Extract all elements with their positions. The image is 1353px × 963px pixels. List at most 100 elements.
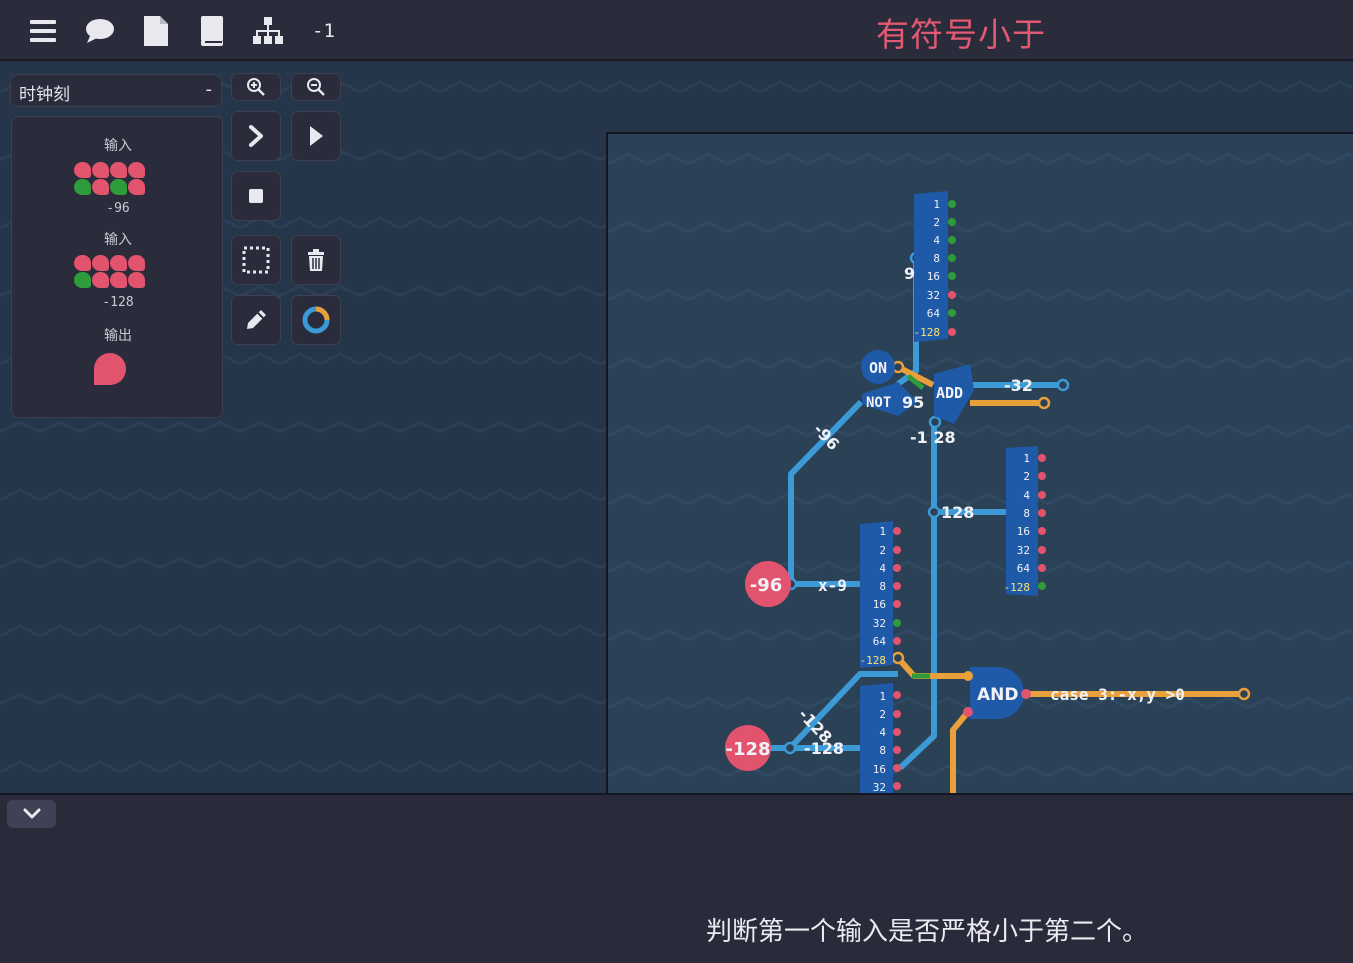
- collapse-button[interactable]: [7, 800, 56, 828]
- clock-select[interactable]: 时钟刻 -: [10, 74, 222, 107]
- node: [1037, 396, 1051, 410]
- bit-dot: [893, 728, 901, 736]
- splitter-bottom[interactable]: [860, 683, 893, 793]
- bit-led: [92, 179, 109, 195]
- bit-dot: [948, 254, 956, 262]
- bit-led: [110, 179, 127, 195]
- hierarchy-icon[interactable]: [252, 14, 284, 48]
- bit-led: [128, 255, 145, 271]
- bit-label: 4: [933, 234, 940, 247]
- bit-dot: [893, 746, 901, 754]
- bit-label: 1: [879, 525, 886, 538]
- bit-label: 8: [879, 580, 886, 593]
- bit-led: [74, 255, 91, 271]
- and-gate[interactable]: AND: [963, 667, 1031, 719]
- node: [891, 651, 905, 665]
- splitter-right[interactable]: [1006, 446, 1038, 596]
- input-b-label: -128: [725, 739, 770, 760]
- connector-nodes: [783, 251, 1251, 755]
- bit-label: 16: [873, 598, 886, 611]
- step-button[interactable]: [231, 111, 281, 161]
- bit-label: 8: [933, 252, 940, 265]
- stop-button[interactable]: [231, 171, 281, 221]
- zoom-in-button[interactable]: [231, 73, 281, 101]
- clock-toggle[interactable]: -: [205, 79, 213, 100]
- delete-button[interactable]: [291, 235, 341, 285]
- bit-label: 1: [879, 690, 886, 703]
- add-label: ADD: [936, 384, 963, 402]
- pencil-icon: [247, 310, 266, 329]
- bit-led: [74, 272, 91, 288]
- input-2-bits[interactable]: [74, 255, 146, 289]
- not-gate[interactable]: NOT: [862, 382, 918, 416]
- play-button[interactable]: [291, 111, 341, 161]
- circuit-board[interactable]: 1 2 4 8 16 32 64 -128 1 2 4 8 16 32 64: [606, 132, 1353, 793]
- bit-dot: [948, 200, 956, 208]
- input-2-label: 输入: [104, 232, 132, 248]
- bit-label: 2: [1023, 470, 1030, 483]
- zoom-out-button[interactable]: [291, 73, 341, 101]
- bit-led: [110, 255, 127, 271]
- splitter-dots: [893, 200, 1046, 790]
- splitter-top[interactable]: [914, 191, 948, 342]
- ring-icon: [302, 306, 330, 334]
- ring-button[interactable]: [291, 295, 341, 345]
- bit-dot: [948, 291, 956, 299]
- wire: [788, 399, 864, 584]
- wire: [906, 374, 925, 390]
- bit-dot: [1038, 491, 1046, 499]
- stop-icon: [249, 189, 263, 203]
- book-icon[interactable]: [196, 14, 228, 48]
- bit-dot: [1038, 509, 1046, 517]
- bit-label: 32: [1017, 544, 1030, 557]
- input-2-value: -128: [102, 295, 134, 310]
- bit-label: 8: [1023, 507, 1030, 520]
- add-component[interactable]: ADD: [934, 364, 974, 424]
- bit-label: 1: [933, 198, 940, 211]
- play-icon: [310, 126, 323, 146]
- bit-label: 2: [879, 544, 886, 557]
- select-button[interactable]: [231, 235, 281, 285]
- wire: [896, 364, 935, 388]
- circuit-canvas[interactable]: 1 2 4 8 16 32 64 -128 1 2 4 8 16 32 64: [608, 134, 1353, 793]
- zoom-in-icon: [247, 78, 265, 96]
- wire-label-minus-32: -32: [1004, 376, 1033, 395]
- menu-icon[interactable]: [27, 14, 59, 48]
- on-component[interactable]: ON: [861, 350, 895, 384]
- splitter-middle[interactable]: [860, 521, 893, 668]
- level-number[interactable]: -1: [312, 20, 335, 42]
- bit-led: [110, 162, 127, 178]
- chat-icon[interactable]: [84, 14, 116, 48]
- bit-dot: [1038, 472, 1046, 480]
- pencil-button[interactable]: [231, 295, 281, 345]
- and-input: [963, 707, 973, 717]
- output-led: [94, 353, 126, 385]
- input-node-b[interactable]: -128: [725, 725, 771, 771]
- input-1-bits[interactable]: [74, 162, 146, 196]
- bit-label: 16: [927, 270, 940, 283]
- bit-label: 32: [927, 289, 940, 302]
- workspace[interactable]: 时钟刻 - 输入 -96 输入: [0, 62, 1353, 793]
- bit-label: 2: [933, 216, 940, 229]
- trash-icon: [308, 249, 324, 271]
- bit-label: 32: [873, 781, 886, 793]
- bit-dot: [948, 309, 956, 317]
- level-title: 有符号小于: [876, 15, 1046, 54]
- bit-label: 16: [1017, 525, 1030, 538]
- bit-dot: [948, 218, 956, 226]
- level-description: 判断第一个输入是否严格小于第二个。: [706, 917, 1149, 947]
- io-panel: 输入 -96 输入: [11, 116, 223, 418]
- not-label: NOT: [866, 395, 891, 411]
- bit-label: -128: [914, 326, 941, 339]
- bit-label: 64: [927, 307, 941, 320]
- document-icon[interactable]: [140, 14, 172, 48]
- input-node-a[interactable]: -96: [745, 561, 791, 607]
- bit-label: 2: [879, 708, 886, 721]
- clock-label: 时钟刻: [19, 85, 70, 105]
- bit-led: [128, 162, 145, 178]
- bit-dot: [948, 328, 956, 336]
- bit-dot: [948, 272, 956, 280]
- step-icon: [249, 125, 263, 147]
- wire: [897, 420, 937, 771]
- wire: [950, 710, 971, 793]
